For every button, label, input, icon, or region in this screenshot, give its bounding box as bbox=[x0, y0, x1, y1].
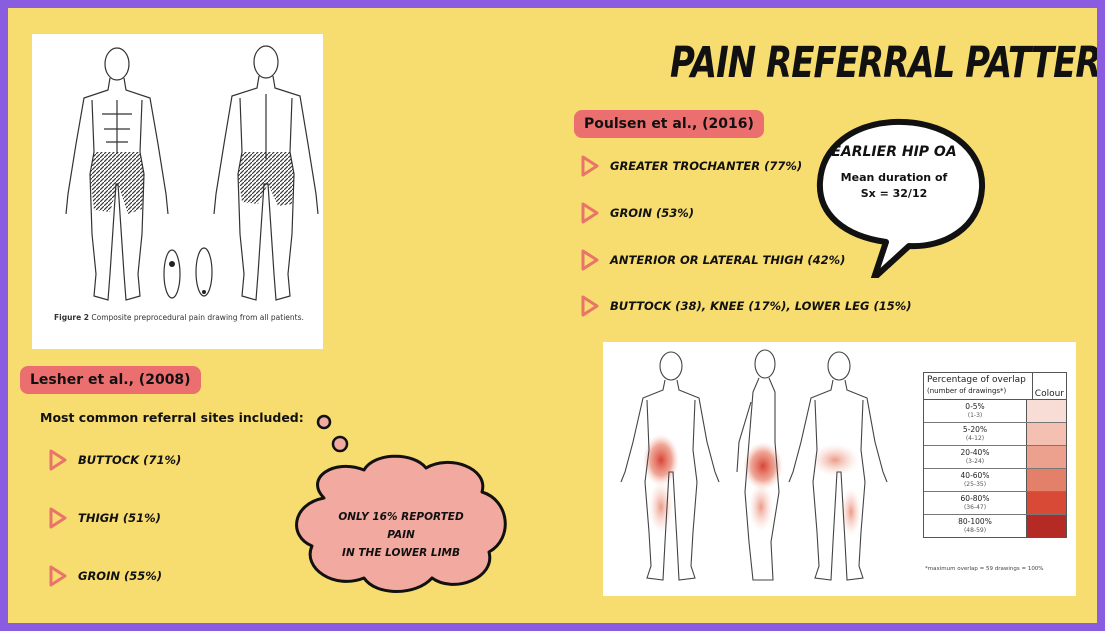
legend-header-colour: Colour bbox=[1034, 389, 1064, 399]
body-outline-front-back-image bbox=[65, 45, 319, 301]
figure-caption: Figure 2 Composite preprocedural pain dr… bbox=[54, 313, 319, 322]
speech-bubble-shape bbox=[816, 118, 986, 278]
speech-bubble: EARLIER HIP OA Mean duration of Sx = 32/… bbox=[814, 118, 1032, 278]
poulsen-item: ANTERIOR OR LATERAL THIGH (42%) bbox=[580, 248, 845, 272]
triangle-bullet-icon bbox=[49, 449, 67, 471]
overlap-legend-table: Percentage of overlap (number of drawing… bbox=[923, 372, 1067, 538]
lesher-item-label: THIGH (51%) bbox=[78, 511, 161, 525]
legend-count: (1-3) bbox=[967, 412, 983, 419]
legend-header-title: Percentage of overlap bbox=[927, 375, 1026, 385]
legend-row: 0-5%(1-3) bbox=[924, 400, 1066, 423]
triangle-bullet-icon bbox=[49, 565, 67, 587]
legend-header-subtitle: (number of drawings*) bbox=[927, 387, 1007, 395]
lesher-citation-badge: Lesher et al., (2008) bbox=[20, 366, 201, 394]
triangle-bullet-icon bbox=[581, 155, 599, 177]
legend-row-range: 40-60%(25-35) bbox=[924, 469, 1027, 491]
lesher-item-label: BUTTOCK (71%) bbox=[78, 453, 182, 467]
speech-bubble-text: Mean duration of Sx = 32/12 bbox=[814, 170, 974, 202]
legend-row: 5-20%(4-12) bbox=[924, 423, 1066, 446]
legend-row-range: 20-40%(3-24) bbox=[924, 446, 1027, 468]
legend-row: 80-100%(48-59) bbox=[924, 515, 1066, 537]
legend-count: (3-24) bbox=[965, 458, 985, 465]
triangle-bullet-icon bbox=[581, 202, 599, 224]
thought-cloud: ONLY 16% REPORTED PAIN IN THE LOWER LIMB bbox=[284, 408, 522, 598]
thought-cloud-shape bbox=[295, 414, 507, 593]
legend-range: 20-40% bbox=[960, 448, 990, 457]
legend-range: 5-20% bbox=[962, 425, 988, 434]
lesher-item-label: GROIN (55%) bbox=[78, 569, 163, 583]
legend-row-range: 60-80%(36-47) bbox=[924, 492, 1027, 514]
legend-row-range: 5-20%(4-12) bbox=[924, 423, 1027, 445]
figure-caption-label: Figure 2 bbox=[54, 313, 90, 322]
legend-range: 40-60% bbox=[960, 471, 990, 480]
lesher-item: GROIN (55%) bbox=[48, 564, 162, 588]
speech-bubble-heading: EARLIER HIP OA bbox=[831, 144, 957, 160]
legend-range: 60-80% bbox=[960, 494, 990, 503]
legend-row-range: 0-5%(1-3) bbox=[924, 400, 1027, 422]
poulsen-item-label: GREATER TROCHANTER (77%) bbox=[610, 159, 803, 173]
thought-cloud-text: ONLY 16% REPORTED PAIN IN THE LOWER LIMB bbox=[326, 508, 476, 562]
legend-swatch bbox=[1027, 515, 1066, 537]
legend-header: Percentage of overlap (number of drawing… bbox=[924, 373, 1066, 400]
poulsen-item-label: BUTTOCK (38), KNEE (17%), LOWER LEG (15%… bbox=[610, 299, 912, 313]
speech-bubble-line: Sx = 32/12 bbox=[860, 187, 928, 200]
legend-swatch bbox=[1027, 423, 1066, 445]
legend-count: (4-12) bbox=[965, 435, 985, 442]
legend-swatch bbox=[1027, 446, 1066, 468]
poulsen-item-label: GROIN (53%) bbox=[610, 206, 695, 220]
poulsen-item: GROIN (53%) bbox=[580, 201, 694, 225]
speech-bubble-line: Mean duration of bbox=[840, 171, 948, 184]
thought-cloud-line: IN THE LOWER LIMB bbox=[342, 547, 460, 559]
triangle-bullet-icon bbox=[581, 295, 599, 317]
legend-swatch bbox=[1027, 400, 1066, 422]
legend-swatch bbox=[1027, 492, 1066, 514]
legend-count: (48-59) bbox=[963, 527, 987, 534]
poulsen-citation-badge: Poulsen et al., (2016) bbox=[574, 110, 764, 138]
lesher-intro: Most common referral sites included: bbox=[40, 410, 304, 425]
legend-range: 0-5% bbox=[965, 402, 985, 411]
legend-range: 80-100% bbox=[958, 517, 992, 526]
legend-header-percentage: Percentage of overlap (number of drawing… bbox=[924, 373, 1033, 399]
poulsen-item-label: ANTERIOR OR LATERAL THIGH (42%) bbox=[610, 253, 846, 267]
legend-row: 40-60%(25-35) bbox=[924, 469, 1066, 492]
pain-drawing-figure: Figure 2 Composite preprocedural pain dr… bbox=[32, 34, 323, 349]
legend-swatch bbox=[1027, 469, 1066, 491]
legend-row: 60-80%(36-47) bbox=[924, 492, 1066, 515]
legend-footnote: *maximum overlap = 59 drawings = 100% bbox=[925, 566, 1044, 572]
triangle-bullet-icon bbox=[49, 507, 67, 529]
lesher-item: THIGH (51%) bbox=[48, 506, 161, 530]
page-title: PAIN REFERRAL PATTERNS bbox=[670, 38, 1097, 88]
body-heatmap-image bbox=[620, 349, 888, 581]
thought-cloud-line: ONLY 16% REPORTED PAIN bbox=[338, 511, 464, 541]
poulsen-item: GREATER TROCHANTER (77%) bbox=[580, 154, 802, 178]
legend-count: (36-47) bbox=[963, 504, 987, 511]
poulsen-item: BUTTOCK (38), KNEE (17%), LOWER LEG (15%… bbox=[580, 294, 912, 318]
legend-row: 20-40%(3-24) bbox=[924, 446, 1066, 469]
figure-caption-text: Composite preprocedural pain drawing fro… bbox=[89, 313, 304, 322]
overlap-heatmap-figure: Percentage of overlap (number of drawing… bbox=[603, 342, 1076, 596]
triangle-bullet-icon bbox=[581, 249, 599, 271]
slide: PAIN REFERRAL PATTERNS bbox=[8, 8, 1097, 623]
legend-count: (25-35) bbox=[963, 481, 987, 488]
legend-row-range: 80-100%(48-59) bbox=[924, 515, 1027, 537]
lesher-item: BUTTOCK (71%) bbox=[48, 448, 181, 472]
